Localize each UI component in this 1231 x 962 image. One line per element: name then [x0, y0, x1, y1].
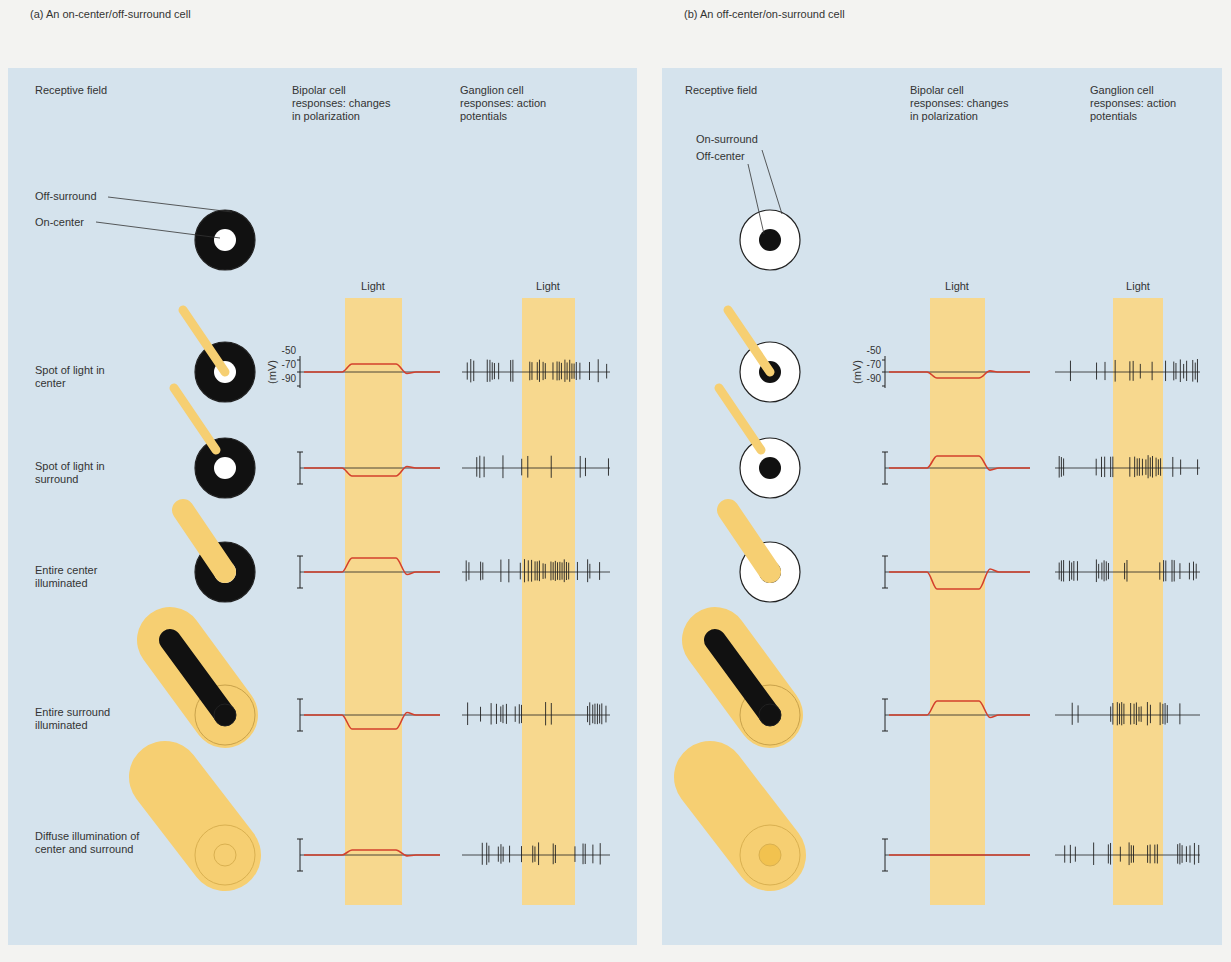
spike-train: [1055, 359, 1200, 382]
column-heading: Bipolar cell responses: changes in polar…: [292, 84, 392, 123]
spike-train: [462, 702, 610, 725]
spike-train: [462, 359, 610, 382]
part-label: Off-surround: [35, 190, 97, 203]
bipolar-trace: [882, 699, 1030, 731]
light-label: Light: [1126, 280, 1150, 293]
column-heading: Receptive field: [685, 84, 780, 97]
spike-train: [1055, 455, 1200, 478]
receptive-field: [710, 777, 800, 885]
spike-train: [1055, 559, 1200, 582]
receptive-field: [719, 388, 800, 498]
receptive-field: [728, 510, 800, 602]
bipolar-trace: [882, 452, 1030, 484]
bipolar-trace: [297, 839, 440, 871]
bipolar-trace: [297, 556, 440, 588]
light-label: Light: [536, 280, 560, 293]
receptive-field: [715, 640, 800, 745]
leader-line: [762, 150, 782, 214]
leader-line: [96, 222, 220, 238]
light-band: [930, 298, 985, 905]
panel-ground: [8, 68, 637, 945]
leader-line: [748, 164, 764, 234]
bipolar-trace: [297, 699, 440, 731]
receptive-field: [728, 310, 800, 402]
light-label: Light: [945, 280, 969, 293]
receptive-field: [740, 210, 800, 270]
axis-value: -90: [867, 373, 881, 385]
bipolar-trace: [882, 839, 1030, 871]
light-band: [1113, 298, 1163, 905]
leader-line: [108, 197, 232, 212]
light-band: [345, 298, 402, 905]
receptive-field: [165, 777, 255, 885]
row-label: Spot of light in surround: [35, 460, 130, 486]
row-label: Entire center illuminated: [35, 564, 130, 590]
axis-value: -50: [867, 345, 881, 357]
panel-ground: [662, 68, 1222, 945]
spike-train: [462, 559, 610, 582]
spike-train: [1055, 702, 1200, 725]
axis-value: -90: [282, 373, 296, 385]
column-heading: Receptive field: [35, 84, 130, 97]
bipolar-trace: [297, 356, 440, 388]
receptive-field: [170, 640, 255, 745]
row-label: Diffuse illumination of center and surro…: [35, 830, 145, 856]
light-label: Light: [361, 280, 385, 293]
bipolar-trace: [297, 452, 440, 484]
receptive-field: [183, 510, 255, 602]
light-band: [522, 298, 575, 905]
spike-train: [1055, 842, 1200, 865]
part-label: On-surround: [696, 133, 758, 146]
axis-value: -70: [282, 359, 296, 371]
bipolar-trace: [882, 356, 1030, 388]
panel: (a) An on-center/off-surround cell: [8, 0, 637, 945]
part-label: On-center: [35, 216, 84, 229]
panel-heading: (b) An off-center/on-surround cell: [684, 8, 1222, 20]
receptive-field: [174, 388, 255, 498]
column-heading: Bipolar cell responses: changes in polar…: [910, 84, 1010, 123]
row-label: Entire surround illuminated: [35, 706, 130, 732]
axis-value: -70: [867, 359, 881, 371]
panel-heading: (a) An on-center/off-surround cell: [30, 8, 637, 20]
axis-value: -50: [282, 345, 296, 357]
receptive-field: [183, 310, 255, 402]
spike-train: [462, 842, 610, 865]
bipolar-trace: [882, 556, 1030, 589]
receptive-field: [195, 210, 255, 270]
row-label: Spot of light in center: [35, 364, 130, 390]
part-label: Off-center: [696, 150, 745, 163]
column-heading: Ganglion cell responses: action potentia…: [1090, 84, 1190, 123]
axis-unit: (mV): [851, 360, 864, 384]
column-heading: Ganglion cell responses: action potentia…: [460, 84, 560, 123]
axis-unit: (mV): [266, 360, 279, 384]
spike-train: [462, 455, 610, 478]
